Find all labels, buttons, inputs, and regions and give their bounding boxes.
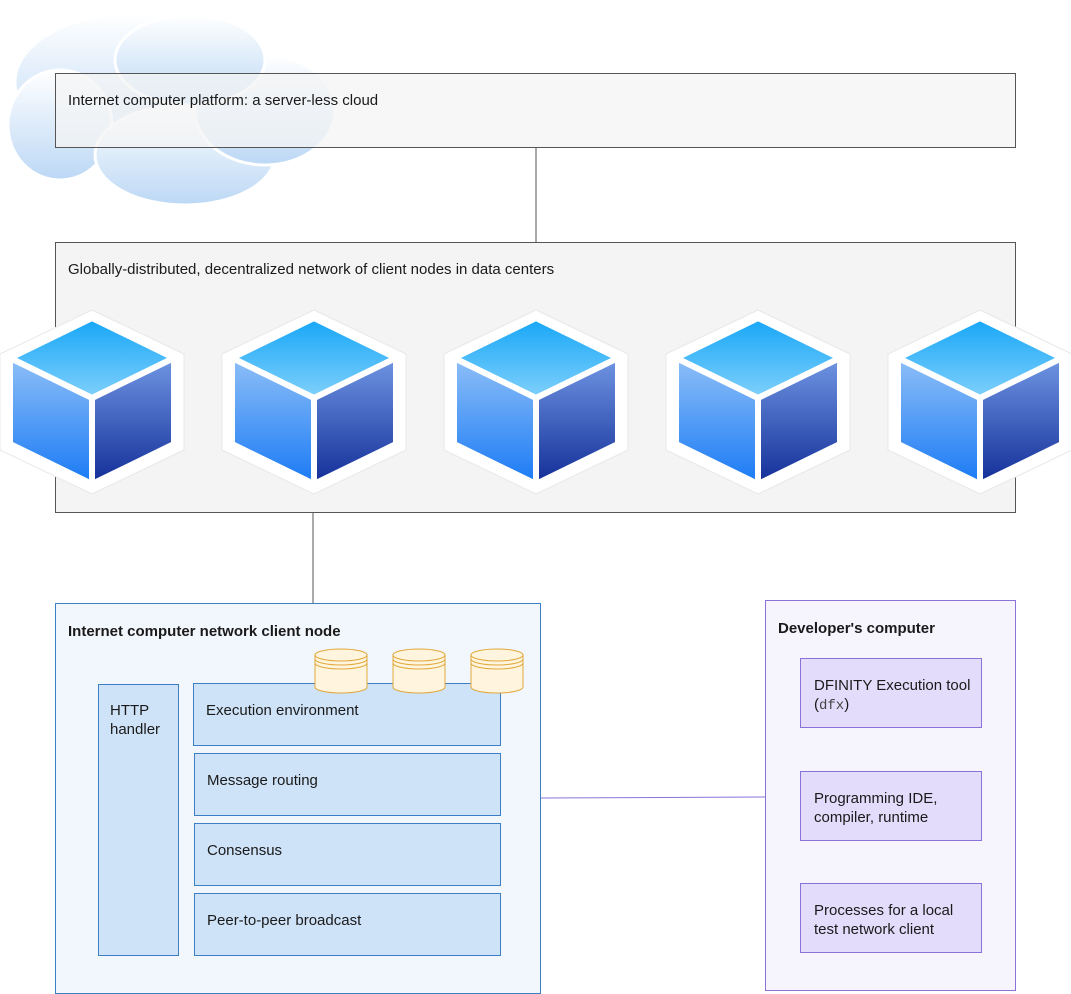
layer-label: Consensus: [207, 842, 283, 859]
connector-node-developer: [539, 796, 767, 799]
canister-database-icon: [314, 648, 368, 694]
network-title: Globally-distributed, decentralized netw…: [68, 261, 555, 278]
cube-right-face: [977, 355, 1065, 487]
client-node-cube-icon: [221, 309, 407, 495]
client-node-cube-icon: [665, 309, 851, 495]
dfx-code: dfx: [819, 698, 845, 714]
processes-label: Processes for a local test network clien…: [814, 902, 954, 938]
canister-database-icon: [392, 648, 446, 694]
http-handler-label: HTTP handler: [110, 702, 161, 738]
cube-right-face: [533, 355, 621, 487]
http-handler-box: HTTP handler: [98, 684, 179, 956]
developer-computer-panel: Developer's computer DFINITY Execution t…: [765, 600, 1016, 991]
layer-label: Execution environment: [206, 702, 359, 719]
layer-consensus: Consensus: [194, 823, 501, 886]
client-node-title: Internet computer network client node: [68, 623, 341, 640]
client-node-cube-icon: [0, 309, 185, 495]
layer-label: Peer-to-peer broadcast: [207, 912, 362, 929]
layer-execution-environment: Execution environment: [193, 683, 501, 746]
client-node-cube-icon: [443, 309, 629, 495]
dfx-tool-label: DFINITY Execution tool (dfx): [814, 676, 974, 716]
cube-right-face: [311, 355, 399, 487]
cube-right-face: [89, 355, 177, 487]
dfx-tool-text: DFINITY Execution tool (: [814, 677, 971, 713]
cloud-platform-title: Internet computer platform: a server-les…: [68, 92, 379, 109]
layer-peer-to-peer-broadcast: Peer-to-peer broadcast: [194, 893, 501, 956]
dfx-tool-box: DFINITY Execution tool (dfx): [800, 658, 982, 728]
processes-box: Processes for a local test network clien…: [800, 883, 982, 953]
canister-database-icon: [470, 648, 524, 694]
cloud-platform-box: Internet computer platform: a server-les…: [55, 73, 1016, 148]
ide-label: Programming IDE, compiler, runtime: [814, 790, 938, 826]
cube-right-face: [755, 355, 843, 487]
layer-message-routing: Message routing: [194, 753, 501, 816]
developer-title: Developer's computer: [778, 620, 935, 637]
client-node-panel: Internet computer network client node HT…: [55, 603, 541, 994]
layer-label: Message routing: [207, 772, 318, 789]
ide-box: Programming IDE, compiler, runtime: [800, 771, 982, 841]
dfx-close: ): [844, 696, 850, 713]
client-node-cube-icon: [887, 309, 1071, 495]
